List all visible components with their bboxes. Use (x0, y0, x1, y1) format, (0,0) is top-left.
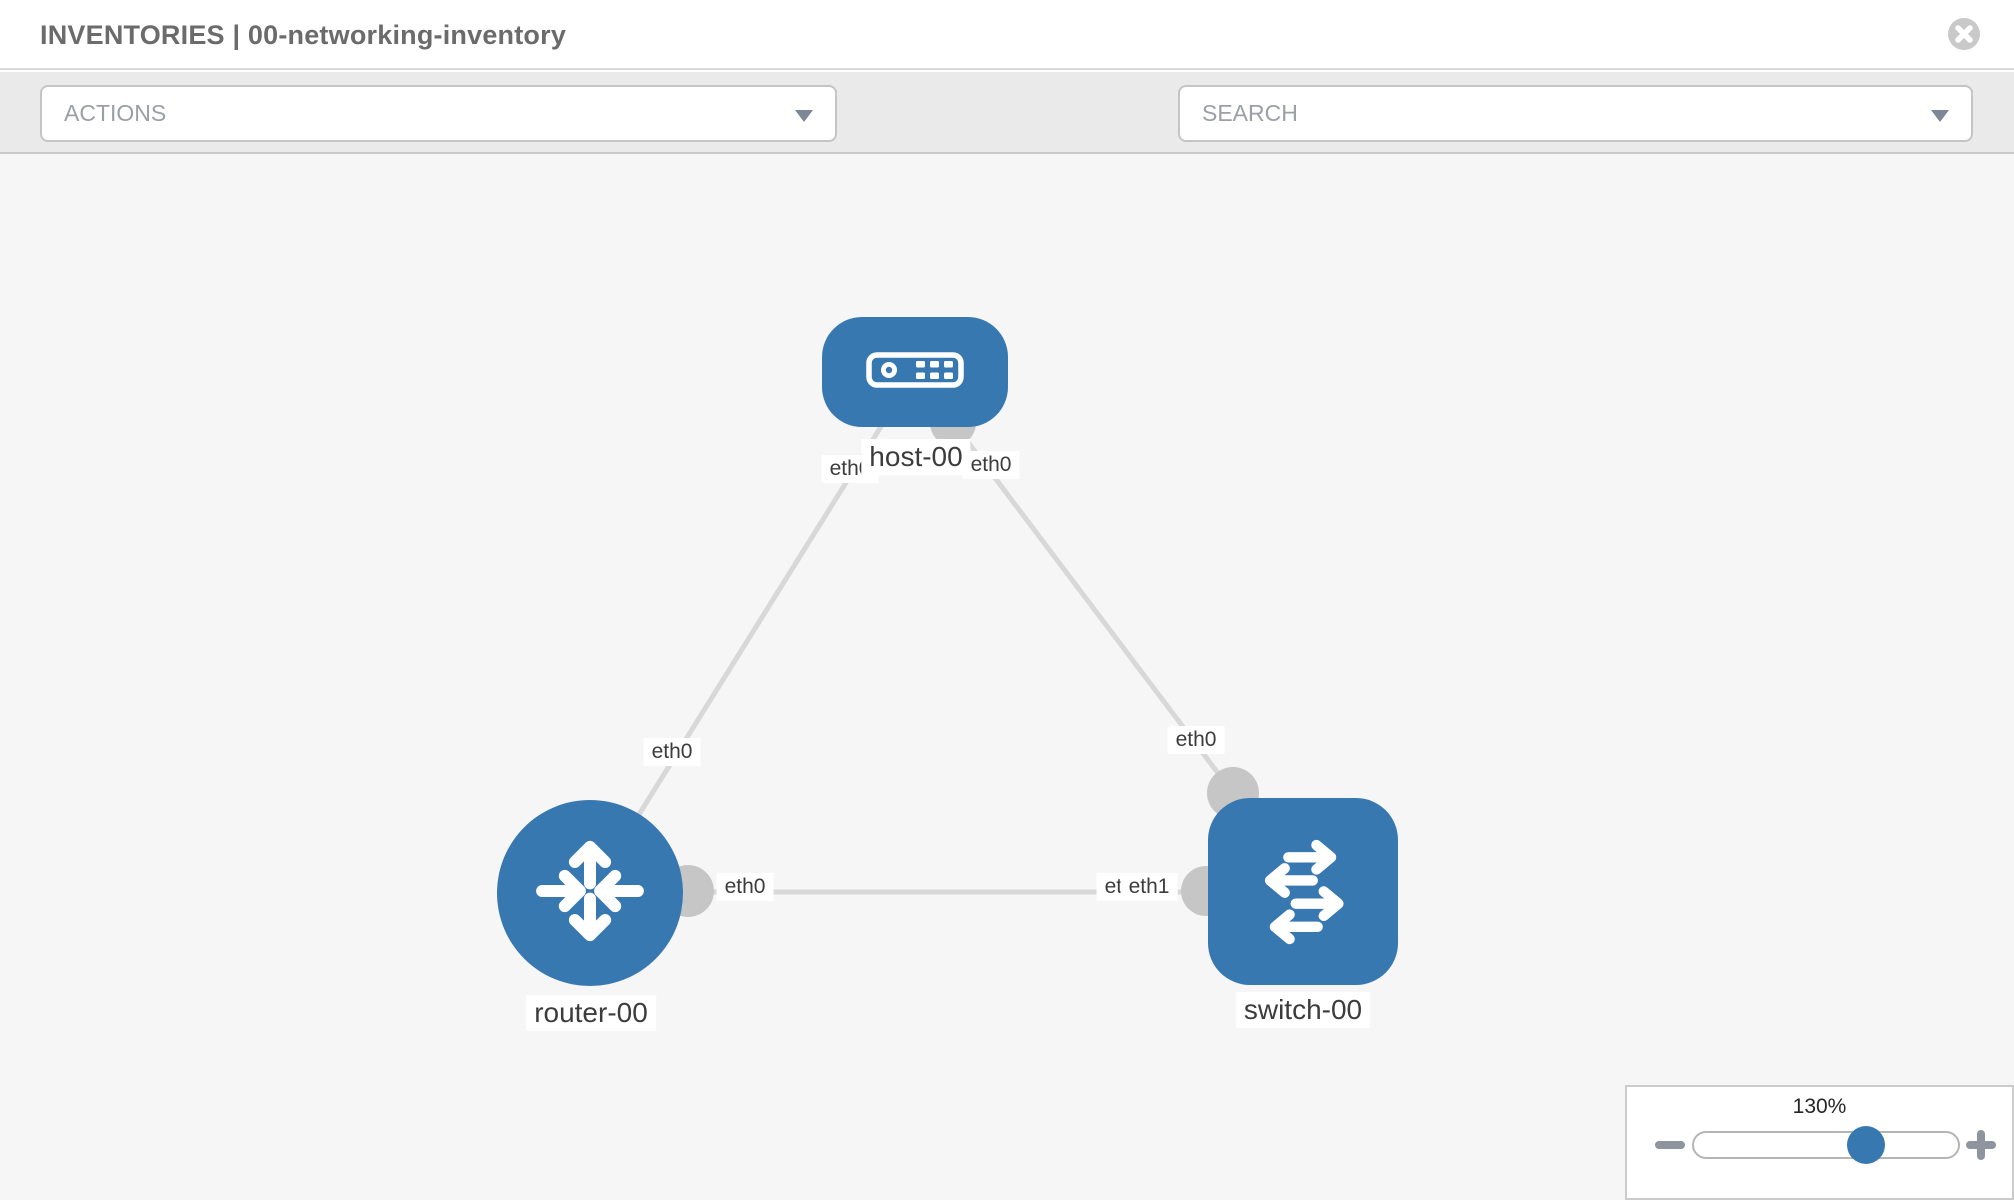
actions-dropdown-label: ACTIONS (64, 100, 167, 126)
interface-label-router-eth0-up: eth0 (643, 738, 701, 766)
toolbar: ACTIONS SEARCH (0, 72, 2014, 211)
server-icon (866, 351, 964, 393)
node-host-00[interactable] (822, 317, 1008, 427)
interface-label-switch-eth0: eth0 (1167, 726, 1225, 754)
router-icon (527, 828, 653, 959)
close-button[interactable] (1947, 17, 1981, 51)
zoom-level-label: 130% (1792, 1095, 1847, 1118)
zoom-out-button[interactable] (1655, 1141, 1685, 1149)
search-dropdown[interactable]: SEARCH (1178, 85, 1973, 142)
zoom-in-button[interactable] (1966, 1130, 1996, 1160)
zoom-control-panel: 130% (1625, 1085, 2014, 1200)
node-router-00[interactable] (497, 800, 683, 986)
actions-dropdown[interactable]: ACTIONS (40, 85, 837, 142)
topology-canvas[interactable]: eth0 host-00 eth0 eth0 eth0 eth0 eth0 et… (0, 154, 2014, 1200)
node-label-router-00: router-00 (526, 995, 656, 1031)
zoom-slider[interactable] (1692, 1126, 1960, 1164)
interface-label-host-eth0-right: eth0 (962, 451, 1020, 479)
close-icon (1947, 18, 1981, 54)
node-switch-00[interactable] (1208, 798, 1398, 985)
chevron-down-icon (1931, 110, 1949, 122)
interface-label-switch-eth1: eth1 (1120, 873, 1178, 901)
interface-label-router-eth0: eth0 (716, 873, 774, 901)
search-placeholder: SEARCH (1202, 100, 1298, 126)
node-label-host-00: host-00 (861, 439, 971, 475)
zoom-slider-thumb[interactable] (1847, 1126, 1885, 1164)
chevron-down-icon (795, 110, 813, 122)
switch-icon (1242, 828, 1364, 955)
topology-links (587, 370, 1303, 895)
node-label-switch-00: switch-00 (1235, 992, 1371, 1028)
page-title: INVENTORIES | 00-networking-inventory (40, 20, 567, 50)
page-header: INVENTORIES | 00-networking-inventory (0, 0, 2014, 70)
